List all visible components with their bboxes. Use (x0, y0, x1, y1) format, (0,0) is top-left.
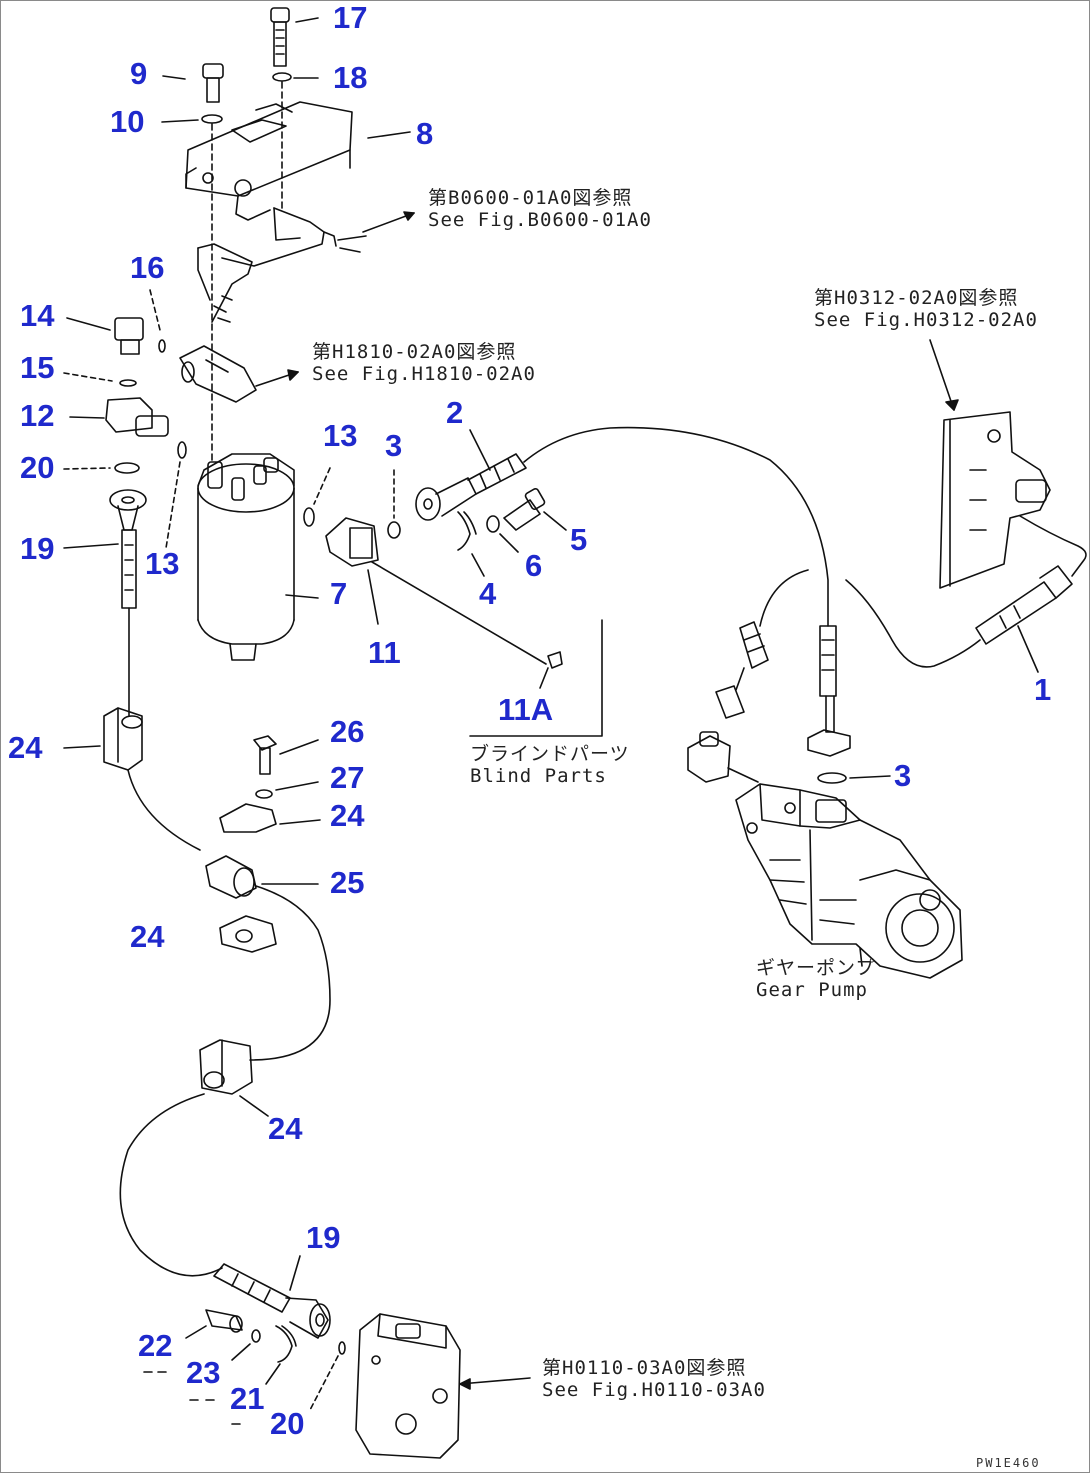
blind-parts-jp: ブラインドパーツ (470, 743, 630, 765)
callout-19-lower: 19 (306, 1220, 341, 1255)
callout-25: 25 (330, 865, 365, 900)
callout-21: 21 (230, 1381, 265, 1416)
callout-1: 1 (1034, 672, 1052, 707)
oring-20-bottom (309, 1341, 346, 1411)
callout-20-bottom: 20 (270, 1406, 305, 1441)
blind-parts-en: Blind Parts (470, 764, 607, 787)
reference-h0110-jp: 第H0110-03A0図参照 (542, 1357, 747, 1379)
callout-26: 26 (330, 714, 365, 749)
filter-7 (197, 453, 319, 661)
washer-27 (255, 781, 319, 799)
callout-14: 14 (20, 298, 55, 333)
reference-h0312-en: See Fig.H0312-02A0 (814, 308, 1038, 331)
reference-h0312: 第H0312-02A0図参照 See Fig.H0312-02A0 (814, 287, 1038, 332)
callout-24-lower: 24 (268, 1111, 303, 1146)
oring-15 (63, 372, 137, 387)
grommet-25 (205, 855, 331, 1061)
valve-ref-h0110 (355, 1313, 531, 1459)
callout-17: 17 (333, 0, 368, 35)
washer-23 (189, 1329, 261, 1401)
hose-2 (523, 426, 851, 757)
pump-sensor (687, 731, 759, 783)
callout-8: 8 (416, 116, 434, 151)
callout-16: 16 (130, 250, 165, 285)
clamp-21 (231, 1325, 297, 1425)
hose-19-upper (63, 489, 147, 717)
gear-pump-en: Gear Pump (756, 978, 868, 1001)
callout-4: 4 (479, 576, 497, 611)
oring-3-upper (387, 469, 401, 539)
clamp-24-lower (119, 1039, 269, 1277)
oring-16 (149, 289, 166, 353)
gear-pump (735, 783, 963, 979)
reference-b0600-en: See Fig.B0600-01A0 (428, 208, 652, 231)
reference-h1810: 第H1810-02A0図参照 See Fig.H1810-02A0 (312, 341, 536, 386)
reference-h0110: 第H0110-03A0図参照 See Fig.H0110-03A0 (542, 1357, 766, 1402)
washer-6 (486, 515, 519, 553)
clamp-24-upper (63, 707, 201, 851)
hose-19-lower (213, 1255, 331, 1339)
callout-3-upper: 3 (385, 428, 403, 463)
callout-10: 10 (110, 104, 145, 139)
callout-22: 22 (138, 1328, 173, 1363)
reference-h0110-en: See Fig.H0110-03A0 (542, 1378, 766, 1401)
callout-13-left: 13 (145, 546, 180, 581)
callout-11A: 11A (498, 692, 554, 727)
callout-6: 6 (525, 548, 543, 583)
oring-13-left (165, 441, 187, 549)
oring-13-right (303, 467, 331, 527)
callout-23: 23 (186, 1355, 221, 1390)
washer-10 (161, 114, 223, 124)
callout-12: 12 (20, 398, 55, 433)
bolt-26 (253, 735, 319, 775)
adapter-11 (325, 517, 547, 665)
pipe-fitting-ref-h1810 (179, 345, 299, 403)
callout-2: 2 (446, 395, 464, 430)
bolt-9 (162, 63, 224, 103)
callout-3-lower: 3 (894, 758, 912, 793)
sensor-12 (69, 397, 169, 437)
clamp-24-middle (219, 915, 277, 953)
callout-19-upper: 19 (20, 531, 55, 566)
callout-11: 11 (368, 635, 401, 670)
callout-5: 5 (570, 522, 588, 557)
callout-18: 18 (333, 60, 368, 95)
bracket-8 (185, 81, 415, 461)
reference-b0600-jp: 第B0600-01A0図参照 (428, 187, 633, 209)
reference-b0600: 第B0600-01A0図参照 See Fig.B0600-01A0 (428, 187, 652, 232)
oring-20-top (63, 462, 140, 474)
reference-h1810-en: See Fig.H1810-02A0 (312, 362, 536, 385)
callout-24-half: 24 (330, 798, 365, 833)
blind-parts-pointer (469, 619, 603, 737)
washer-18 (272, 72, 319, 82)
bolt-22 (143, 1309, 243, 1373)
reference-h1810-jp: 第H1810-02A0図参照 (312, 341, 517, 363)
clamp-4 (457, 511, 485, 577)
reference-h0312-jp: 第H0312-02A0図参照 (814, 287, 1019, 309)
callout-13-right: 13 (323, 418, 358, 453)
callout-7: 7 (330, 576, 348, 611)
bracket-ref-h0312 (929, 339, 1051, 589)
clamp-half-24 (219, 803, 321, 833)
callout-24-middle: 24 (130, 919, 165, 954)
callout-9: 9 (130, 56, 148, 91)
oring-3-lower (817, 772, 891, 784)
drawing-code: PW1E460 (976, 1456, 1041, 1470)
gear-pump-note: ギヤーポンプ Gear Pump (756, 957, 876, 1002)
hose-1 (715, 515, 1087, 719)
callout-24-upper: 24 (8, 730, 43, 765)
callout-20-top: 20 (20, 450, 55, 485)
blind-parts-note: ブラインドパーツ Blind Parts (470, 743, 630, 788)
sensor-14 (66, 317, 144, 355)
callout-27: 27 (330, 760, 365, 795)
bolt-5 (503, 488, 567, 531)
callout-15: 15 (20, 350, 55, 385)
bolt-17 (270, 7, 319, 67)
gear-pump-jp: ギヤーポンプ (756, 957, 876, 979)
hose-2-end (415, 429, 527, 521)
